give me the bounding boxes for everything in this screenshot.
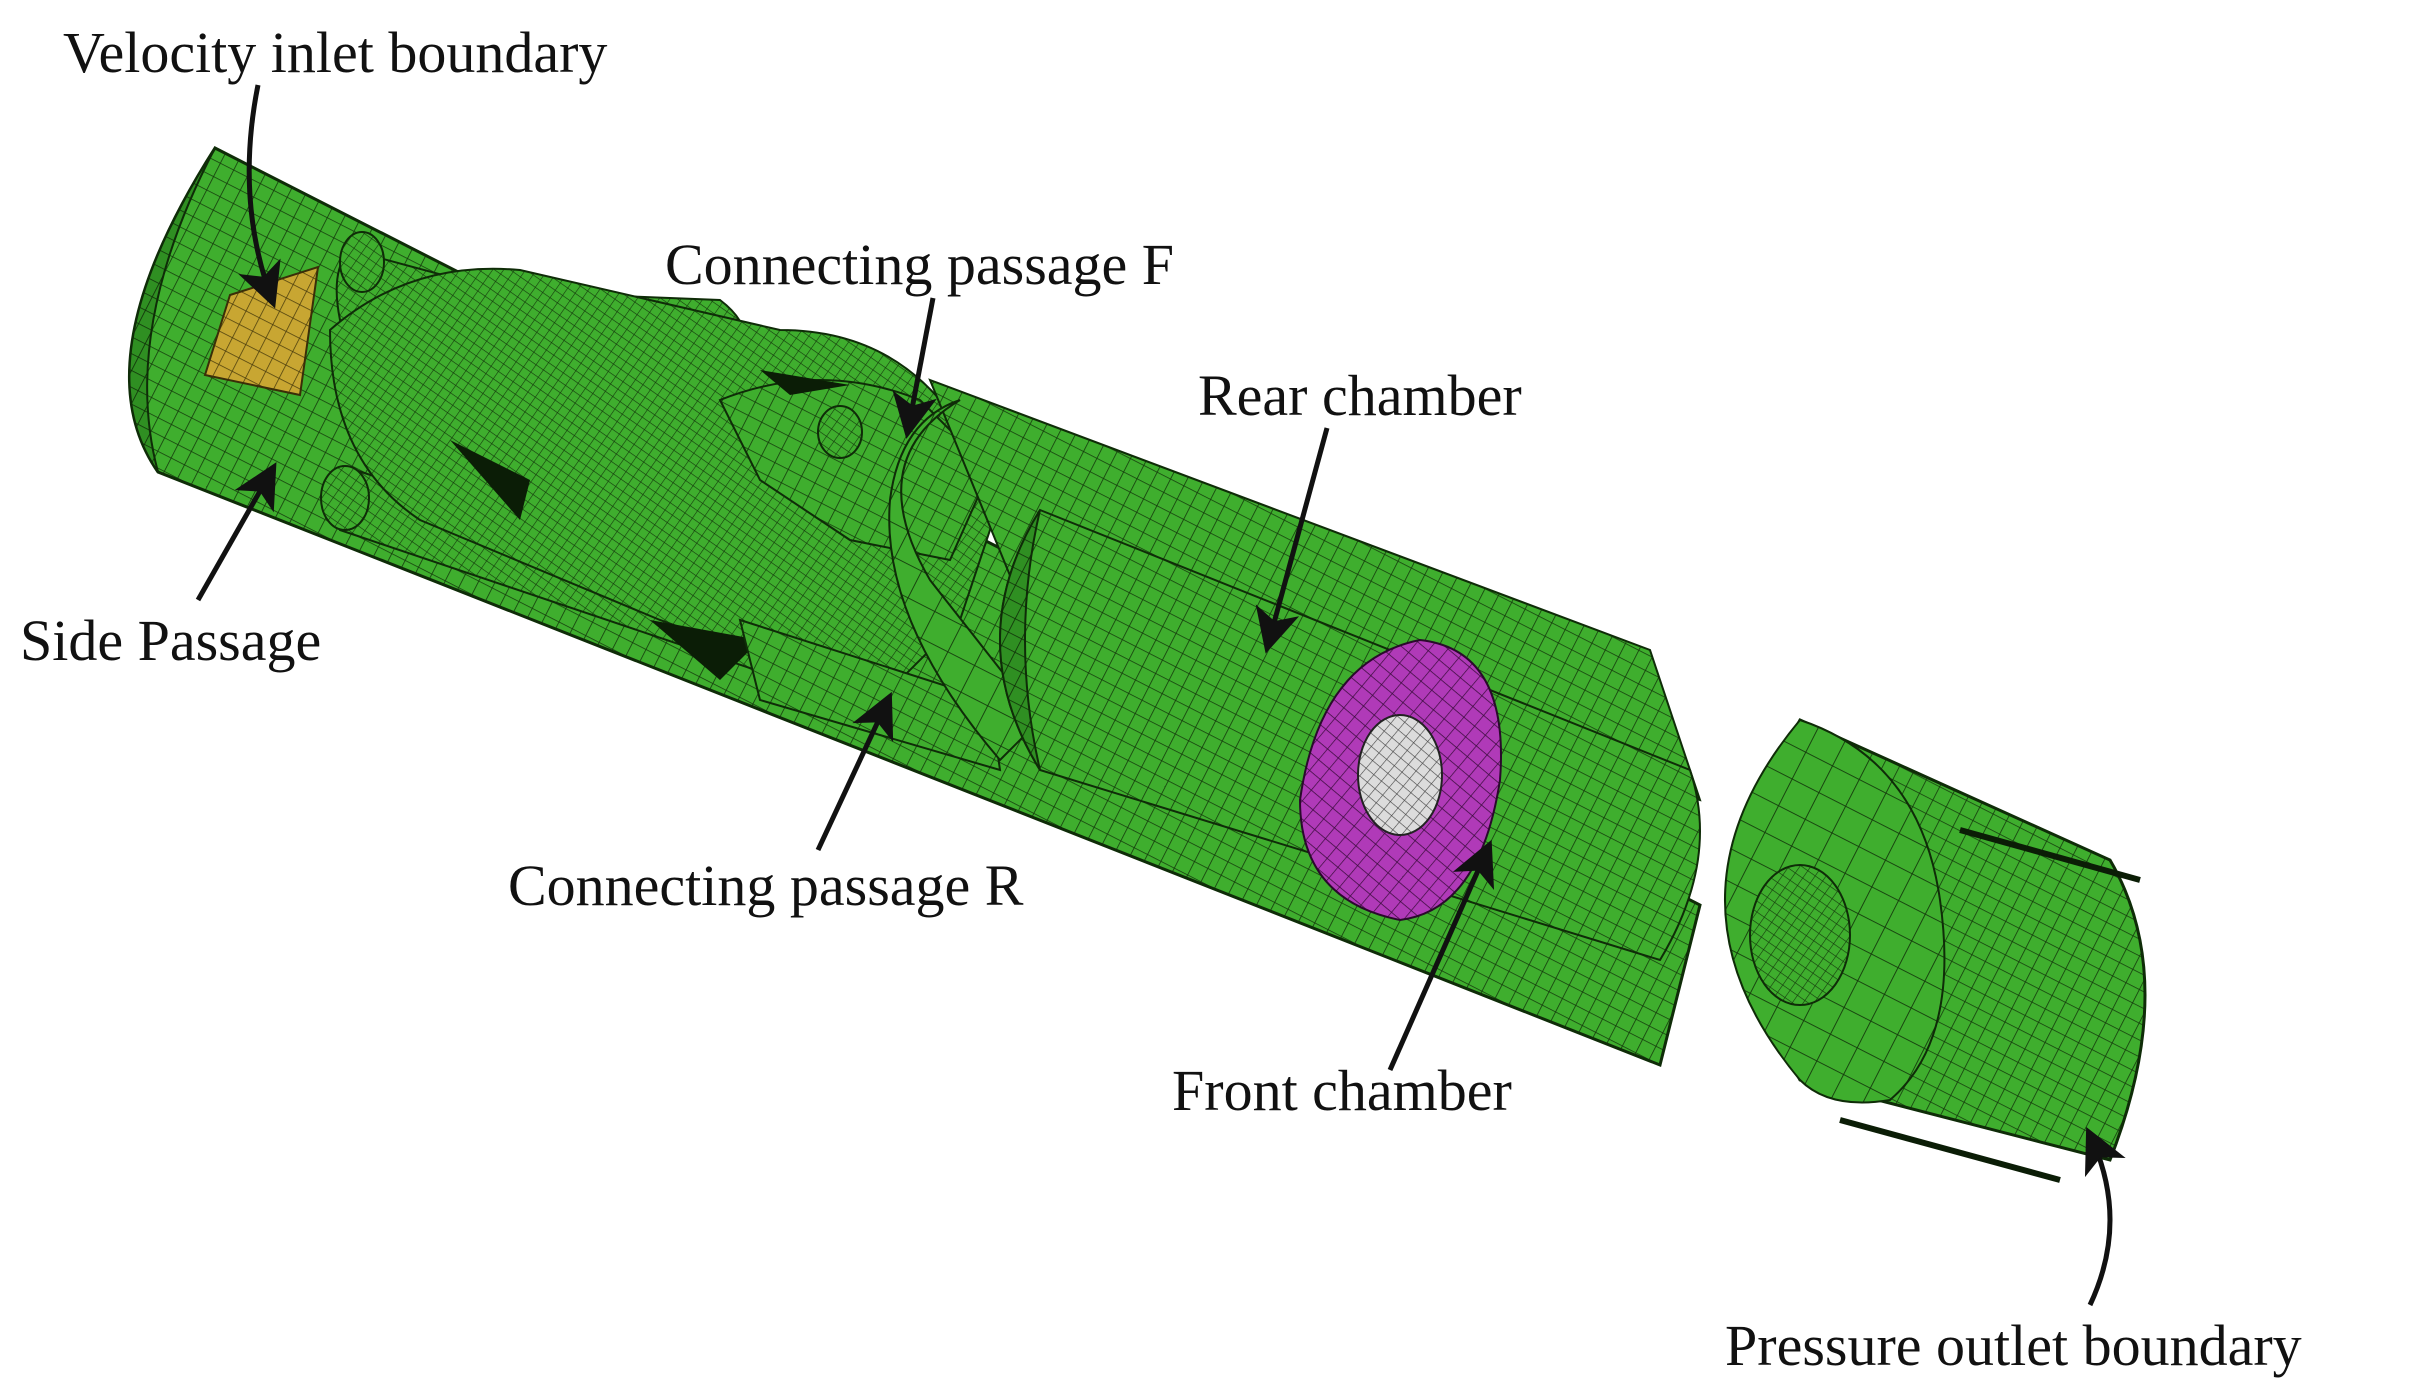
labels: Velocity inlet boundary Side Passage Con… bbox=[20, 20, 2302, 1378]
label-side-passage: Side Passage bbox=[20, 608, 321, 673]
side-tube-end-1 bbox=[339, 231, 385, 293]
outlet-cylinder bbox=[1724, 718, 2147, 1183]
arrow-front-chamber bbox=[1387, 839, 1495, 1072]
label-connecting-f: Connecting passage F bbox=[665, 232, 1174, 297]
label-connecting-r: Connecting passage R bbox=[508, 853, 1024, 918]
label-front-chamber: Front chamber bbox=[1172, 1058, 1512, 1123]
arrow-connecting-r bbox=[815, 691, 894, 852]
outlet-slot-bottom bbox=[1839, 1117, 2061, 1183]
arrow-rear-chamber bbox=[1255, 427, 1330, 654]
arrow-side-passage bbox=[195, 462, 277, 602]
shadow-gap-1 bbox=[450, 440, 530, 520]
label-rear-chamber: Rear chamber bbox=[1198, 363, 1522, 428]
bore-face bbox=[1357, 714, 1443, 836]
shadow-gap-3 bbox=[760, 370, 850, 395]
rear-chamber-end-face bbox=[999, 509, 1041, 771]
valve-body bbox=[328, 267, 1002, 702]
label-pressure-outlet: Pressure outlet boundary bbox=[1725, 1313, 2302, 1378]
leader-arrows bbox=[195, 84, 2126, 1307]
outlet-slot-top bbox=[1959, 827, 2141, 883]
arrow-connecting-f bbox=[892, 297, 937, 439]
arrow-pressure-outlet bbox=[2084, 1126, 2126, 1307]
shadow-gap-2 bbox=[650, 620, 760, 680]
front-chamber bbox=[1298, 638, 1502, 922]
label-velocity-inlet: Velocity inlet boundary bbox=[63, 20, 607, 85]
passage-port bbox=[817, 405, 863, 459]
side-tube-end-2 bbox=[320, 465, 370, 531]
outlet-bore bbox=[1749, 864, 1851, 1006]
velocity-inlet-face bbox=[203, 265, 320, 397]
arrow-velocity-inlet bbox=[238, 84, 281, 309]
inlet-end-cap bbox=[128, 147, 216, 473]
